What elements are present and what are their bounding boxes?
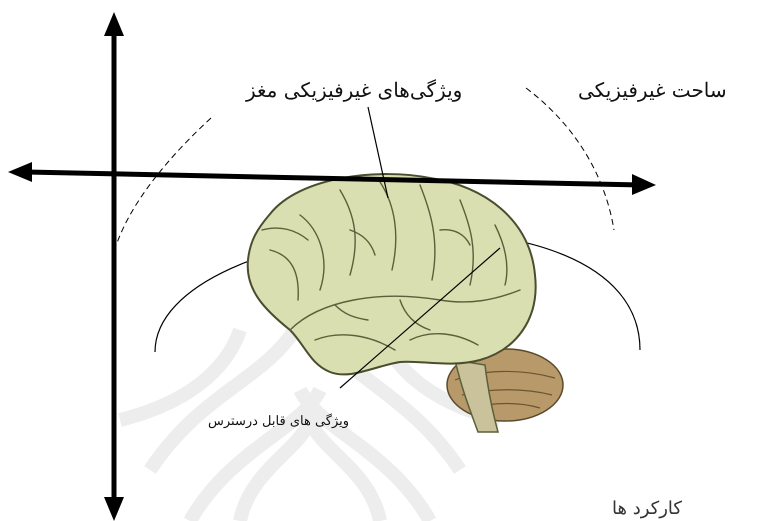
brain-nonphysical-label: ویژگی‌های غیرفیزیکی مغز [246, 78, 462, 102]
bottom-partial-label: کاركرد ها [612, 498, 682, 519]
outer-realm-label: ساحت غیرفیزیکی [578, 78, 727, 102]
accessible-features-label: ویژگی های قابل درسترس [208, 414, 349, 429]
outer-dashed-arc-left [112, 118, 211, 260]
vertical-axis [104, 12, 124, 521]
outer-dashed-arc-right [526, 88, 614, 230]
